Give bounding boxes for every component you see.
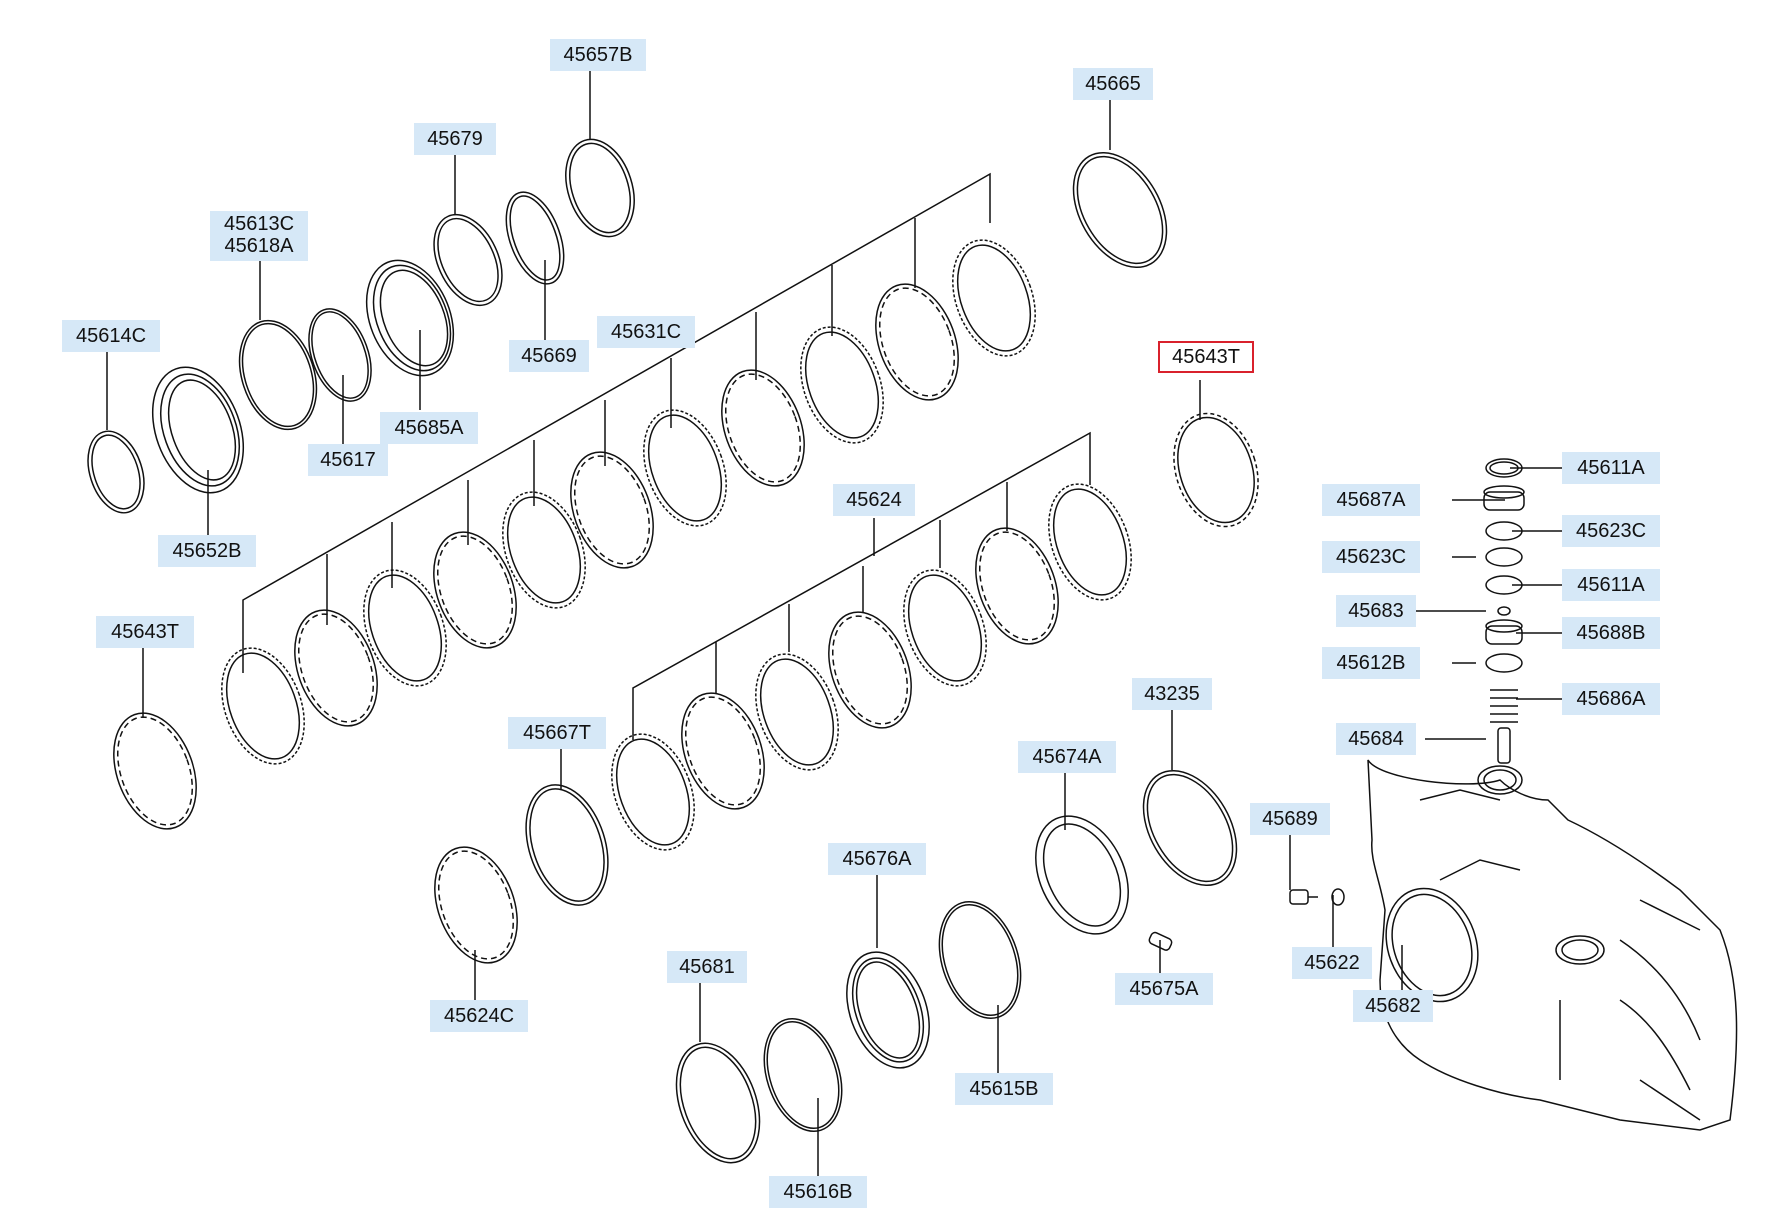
- part-label-45683[interactable]: 45683: [1336, 595, 1416, 627]
- part-label-45667T[interactable]: 45667T: [508, 717, 606, 749]
- part-label-45657B[interactable]: 45657B: [550, 39, 646, 71]
- ring-parts-lower: [434, 769, 1238, 1164]
- part-label-45682[interactable]: 45682: [1353, 990, 1433, 1022]
- part-label-45674A[interactable]: 45674A: [1018, 741, 1116, 773]
- part-label-45618A: 45618A: [224, 235, 294, 257]
- part-label-45611A-top[interactable]: 45611A: [1562, 452, 1660, 484]
- part-label-45643T-selected[interactable]: 45643T: [1158, 341, 1254, 373]
- part-label-45665[interactable]: 45665: [1073, 68, 1153, 100]
- part-label-45614C[interactable]: 45614C: [62, 320, 160, 352]
- part-label-45613C: 45613C: [223, 213, 295, 235]
- ring-parts-upper: [87, 138, 1259, 528]
- bracket-45624: [632, 431, 1091, 740]
- part-label-45624C[interactable]: 45624C: [430, 1000, 528, 1032]
- part-label-45685A[interactable]: 45685A: [380, 412, 478, 444]
- part-label-45687A[interactable]: 45687A: [1322, 484, 1420, 516]
- clutch-plates-45624: [113, 483, 1132, 851]
- part-label-45652B[interactable]: 45652B: [158, 535, 256, 567]
- part-label-45622[interactable]: 45622: [1292, 947, 1372, 979]
- part-label-45611A-mid[interactable]: 45611A: [1562, 569, 1660, 601]
- part-label-45676A[interactable]: 45676A: [828, 843, 926, 875]
- part-label-45688B[interactable]: 45688B: [1562, 617, 1660, 649]
- part-label-45643T-left[interactable]: 45643T: [96, 616, 194, 648]
- part-label-45615B[interactable]: 45615B: [955, 1073, 1053, 1105]
- transmission-case: [1367, 759, 1738, 1131]
- part-label-45675A[interactable]: 45675A: [1115, 973, 1213, 1005]
- part-label-45616B[interactable]: 45616B: [769, 1176, 867, 1208]
- part-label-45684[interactable]: 45684: [1336, 723, 1416, 755]
- part-label-43235[interactable]: 43235: [1132, 678, 1212, 710]
- part-label-45631C[interactable]: 45631C: [597, 316, 695, 348]
- bracket-45631C: [242, 172, 991, 673]
- part-label-45624[interactable]: 45624: [833, 484, 915, 516]
- part-label-45617[interactable]: 45617: [308, 444, 388, 476]
- part-label-45623C-right[interactable]: 45623C: [1562, 515, 1660, 547]
- part-label-45686A[interactable]: 45686A: [1562, 683, 1660, 715]
- part-label-45623C-left[interactable]: 45623C: [1322, 541, 1420, 573]
- part-label-45679[interactable]: 45679: [414, 123, 496, 155]
- leader-lines: [106, 70, 1562, 1176]
- part-label-45689[interactable]: 45689: [1250, 803, 1330, 835]
- part-label-45613C-45618A[interactable]: 45613C 45618A: [210, 211, 308, 261]
- part-label-45612B[interactable]: 45612B: [1322, 647, 1420, 679]
- part-label-45681[interactable]: 45681: [667, 951, 747, 983]
- part-label-45669[interactable]: 45669: [509, 340, 589, 372]
- small-parts: [1148, 458, 1525, 951]
- clutch-plates-45631C: [221, 239, 1036, 765]
